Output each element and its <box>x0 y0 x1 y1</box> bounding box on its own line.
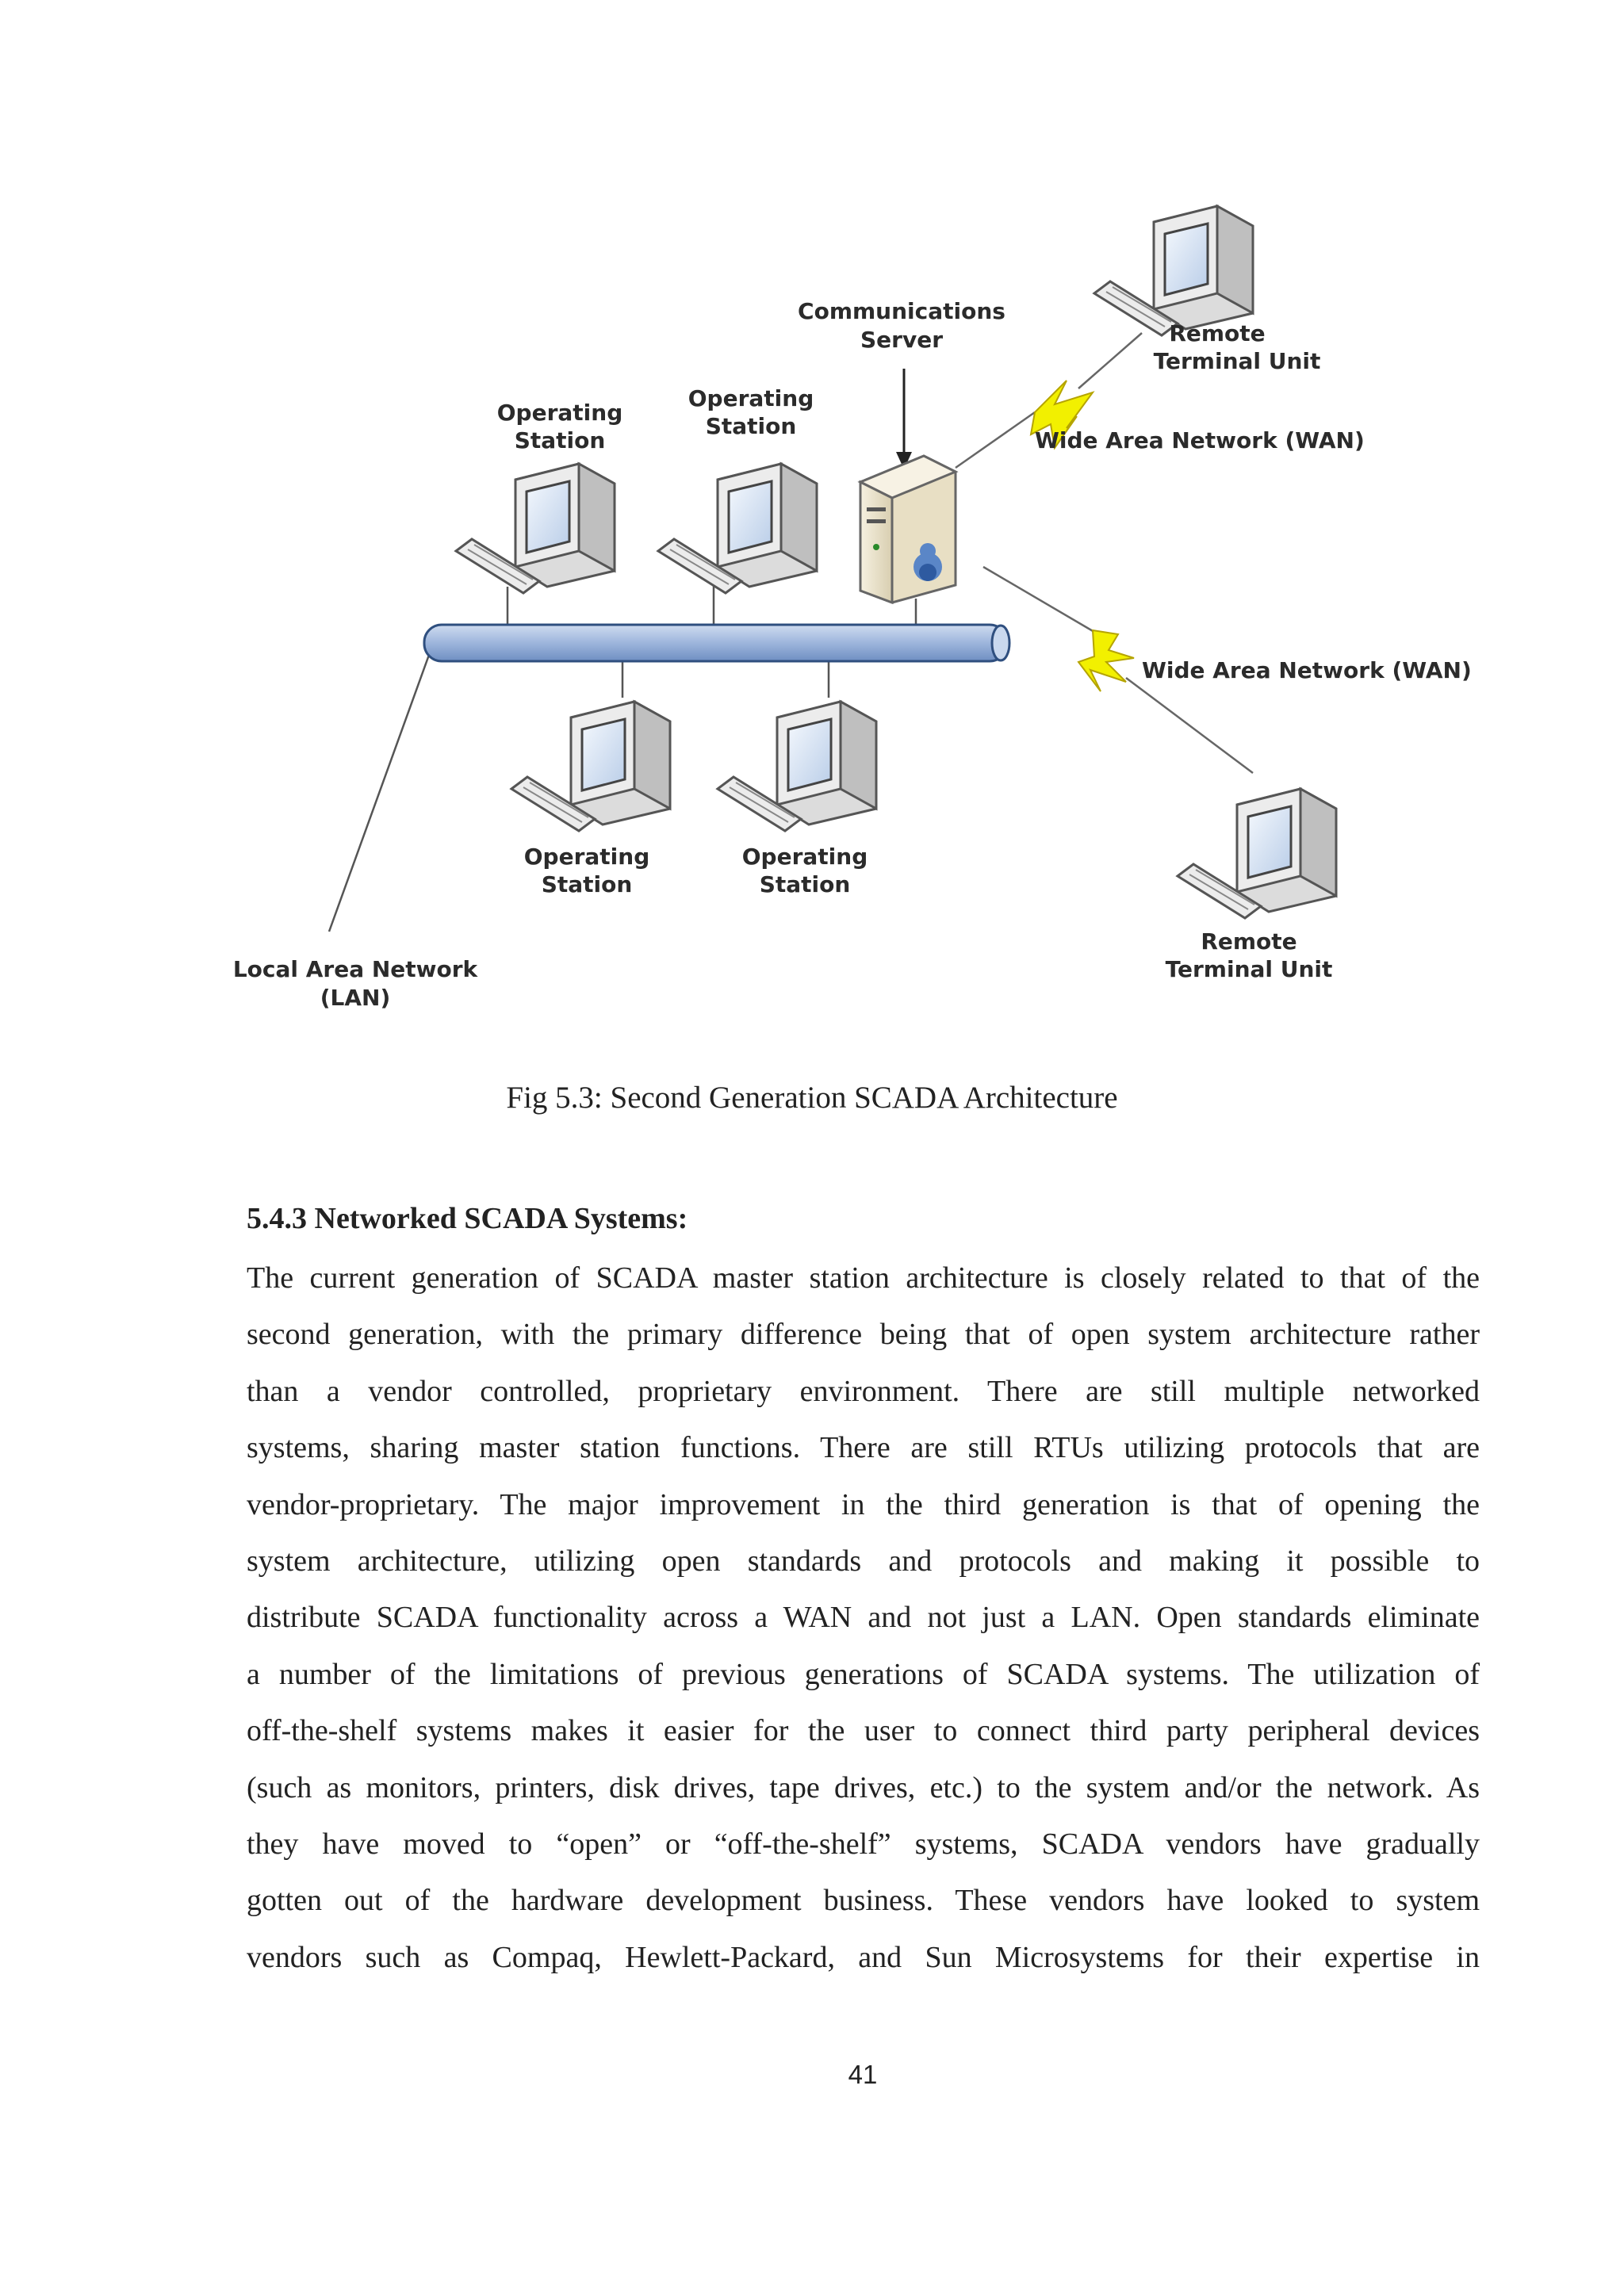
remote-terminal-unit-top-label-line1: Remote <box>1169 320 1265 346</box>
operating-station-2-label-line1: Operating <box>688 385 814 411</box>
remote-terminal-unit-bottom-label-line1: Remote <box>1201 928 1297 955</box>
operating-station-2-computer-icon <box>657 462 818 595</box>
server-pointer-arrow <box>896 369 912 469</box>
lan-label-line2: (LAN) <box>320 985 391 1011</box>
communications-server-label-line2: Server <box>860 327 943 353</box>
section-body: The current generation of SCADA master s… <box>247 1250 1480 1986</box>
lan-label-line1: Local Area Network <box>233 956 479 982</box>
body-line: (such as monitors, printers, disk drives… <box>247 1770 1480 1804</box>
operating-station-1-label-line1: Operating <box>497 400 623 426</box>
body-line: a number of the limitations of previous … <box>247 1657 1480 1691</box>
body-line: systems, sharing master station function… <box>247 1431 1480 1465</box>
body-line: distribute SCADA functionality across a … <box>247 1601 1480 1635</box>
remote-terminal-unit-bottom-computer-icon <box>1176 787 1338 920</box>
operating-station-4-label-line1: Operating <box>742 844 868 870</box>
operating-station-3-computer-icon <box>510 700 672 832</box>
operating-station-3-label-line1: Operating <box>524 844 650 870</box>
body-line: than a vendor controlled, proprietary en… <box>247 1374 1480 1408</box>
operating-station-2-label-line2: Station <box>706 413 797 439</box>
figure-caption: Fig 5.3: Second Generation SCADA Archite… <box>506 1081 1118 1115</box>
lan-drop-lines <box>327 583 917 932</box>
communications-server-icon <box>857 454 959 605</box>
wan-link-top <box>955 332 1143 469</box>
body-line: gotten out of the hardware development b… <box>247 1884 1480 1918</box>
section-heading: 5.4.3 Networked SCADA Systems: <box>247 1202 688 1235</box>
operating-station-1-label-line2: Station <box>515 427 606 453</box>
body-line: vendor-proprietary. The major improvemen… <box>247 1487 1480 1521</box>
lan-bus <box>423 623 1011 663</box>
body-line: The current generation of SCADA master s… <box>247 1261 1480 1295</box>
body-line: vendors such as Compaq, Hewlett-Packard,… <box>247 1940 1480 1974</box>
body-line: second generation, with the primary diff… <box>247 1318 1480 1352</box>
operating-station-3-label-line2: Station <box>542 871 633 897</box>
wan-top-label: Wide Area Network (WAN) <box>1035 427 1365 453</box>
operating-station-1-computer-icon <box>454 462 616 595</box>
operating-station-4-computer-icon <box>716 700 878 832</box>
operating-station-4-label-line2: Station <box>760 871 851 897</box>
wan-bottom-label: Wide Area Network (WAN) <box>1142 657 1472 683</box>
page-number: 41 <box>848 2060 878 2089</box>
communications-server-label-line1: Communications <box>798 298 1005 324</box>
remote-terminal-unit-top-label-line2: Terminal Unit <box>1154 348 1321 374</box>
remote-terminal-unit-top-computer-icon <box>1093 205 1254 337</box>
body-line: system architecture, utilizing open stan… <box>247 1544 1480 1578</box>
body-line: off-the-shelf systems makes it easier fo… <box>247 1714 1480 1748</box>
wan-link-bottom <box>982 565 1254 774</box>
remote-terminal-unit-bottom-label-line2: Terminal Unit <box>1166 956 1333 982</box>
scada-architecture-diagram: Communications Server Remote Terminal Un… <box>233 205 1472 1011</box>
body-line: they have moved to “open” or “off-the-sh… <box>247 1827 1480 1861</box>
